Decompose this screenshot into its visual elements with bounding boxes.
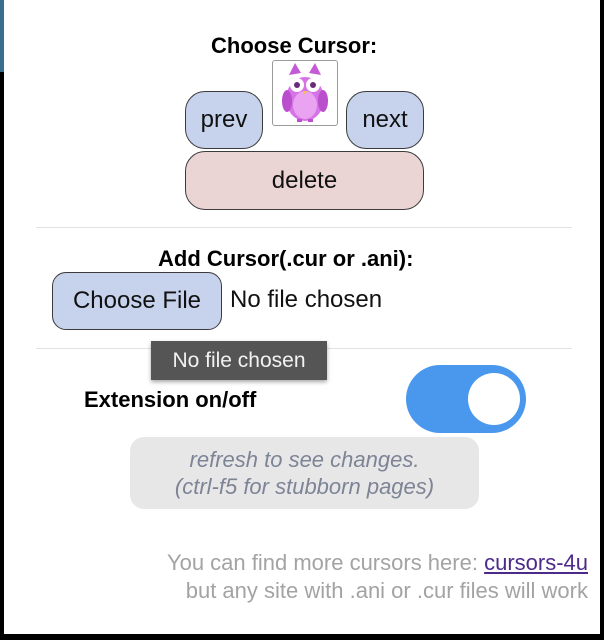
- footer-line1-text: You can find more cursors here:: [166, 550, 485, 575]
- prev-button[interactable]: prev: [185, 91, 263, 149]
- extension-toggle-label: Extension on/off: [84, 387, 257, 412]
- add-cursor-heading: Add Cursor(.cur or .ani):: [158, 246, 414, 271]
- file-status-text: No file chosen: [230, 286, 383, 313]
- section-divider: [36, 227, 572, 228]
- choose-file-button[interactable]: Choose File: [52, 272, 222, 330]
- extension-popup: Choose Cursor: prev next delete: [4, 0, 600, 634]
- extension-toggle[interactable]: [406, 365, 526, 433]
- refresh-note-line2: (ctrl-f5 for stubborn pages): [174, 474, 435, 499]
- toggle-knob: [468, 373, 520, 425]
- background-window-edge: [0, 0, 4, 72]
- next-button[interactable]: next: [346, 91, 424, 149]
- refresh-note-line1: refresh to see changes.: [189, 447, 420, 472]
- choose-cursor-heading: Choose Cursor:: [211, 33, 378, 58]
- footer-info: You can find more cursors here: cursors-…: [167, 549, 588, 605]
- cursor-preview: [272, 60, 338, 126]
- cursors-4u-link[interactable]: cursors-4u: [484, 550, 588, 575]
- file-input-tooltip: No file chosen: [151, 341, 327, 380]
- footer-line1: You can find more cursors here: cursors-…: [167, 549, 588, 577]
- delete-button[interactable]: delete: [185, 151, 424, 210]
- refresh-note: refresh to see changes. (ctrl-f5 for stu…: [130, 437, 479, 509]
- owl-cursor-icon: [282, 63, 328, 122]
- footer-line2: but any site with .ani or .cur files wil…: [185, 578, 588, 603]
